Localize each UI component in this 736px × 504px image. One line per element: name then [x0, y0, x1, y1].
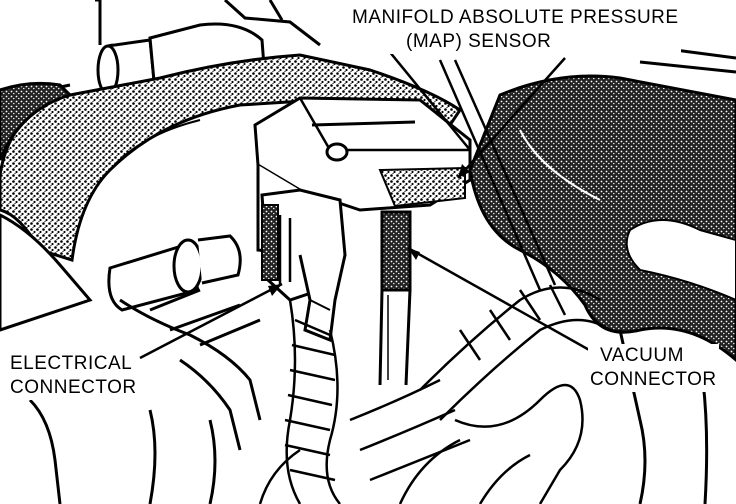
- intake-manifold: [468, 74, 736, 362]
- electrical-connector-leader: [139, 282, 283, 360]
- left-hose-nipple: [107, 234, 242, 312]
- vacuum-connector-arrowhead: [408, 248, 420, 260]
- vacuum-connector-leader: [407, 246, 601, 358]
- leader-lines: [139, 57, 601, 360]
- electrical-connector-arrowhead: [268, 284, 282, 296]
- vacuum-connector-label-line2: CONNECTOR: [590, 369, 717, 390]
- map-sensor-label-line1: MANIFOLD ABSOLUTE PRESSURE: [352, 7, 679, 28]
- electrical-connector-label-line1: ELECTRICAL: [10, 353, 133, 374]
- map-sensor-leader: [457, 57, 566, 179]
- electrical-connector-part: [260, 188, 347, 343]
- leader-arrowheads: [268, 164, 470, 296]
- vacuum-connector-label: VACUUM CONNECTOR: [588, 344, 719, 392]
- vacuum-connector-label-line1: VACUUM: [600, 345, 684, 366]
- vacuum-connector-part: [378, 210, 412, 386]
- map-sensor-label: MANIFOLD ABSOLUTE PRESSURE (MAP) SENSOR: [350, 6, 681, 54]
- electrical-connector-label: ELECTRICAL CONNECTOR: [8, 352, 139, 400]
- electrical-connector-label-line2: CONNECTOR: [10, 377, 137, 398]
- wiring-harness: [258, 284, 611, 504]
- left-pipe: [0, 81, 93, 332]
- map-sensor-label-line2: (MAP) SENSOR: [406, 31, 552, 52]
- throttle-rods: [379, 39, 557, 291]
- map-sensor-arrowhead: [458, 164, 470, 178]
